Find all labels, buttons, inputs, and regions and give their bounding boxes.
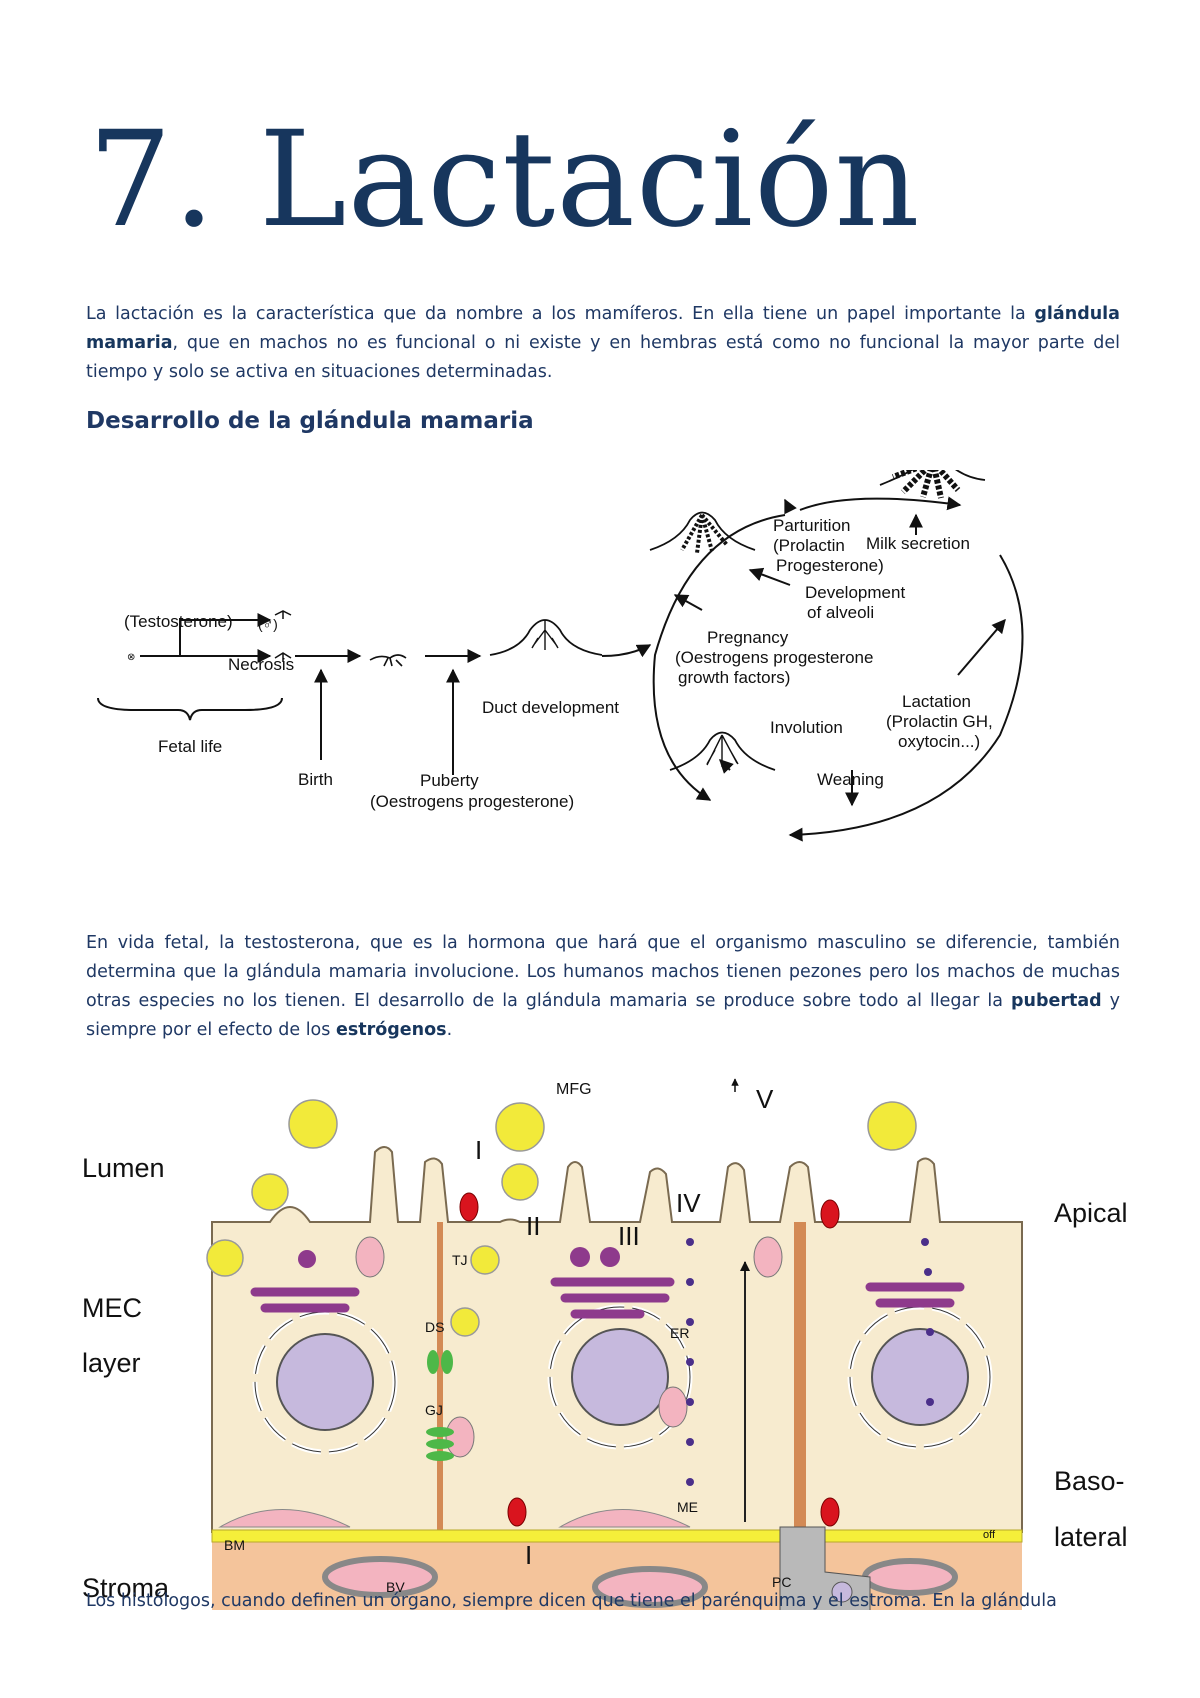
label-route-i-basal: I xyxy=(525,1540,532,1570)
label-route-ii: II xyxy=(526,1211,540,1241)
nucleus xyxy=(571,1328,669,1426)
label-route-iii: III xyxy=(618,1221,640,1251)
fetal-paragraph: En vida fetal, la testosterona, que es l… xyxy=(86,929,1120,1045)
para2-text-3: . xyxy=(446,1020,453,1040)
label-tj: TJ xyxy=(452,1252,468,1268)
blood-vessel xyxy=(322,1556,438,1598)
label-baso: Baso- xyxy=(1054,1466,1125,1496)
histology-paragraph: Los histólogos, cuando definen un órgano… xyxy=(86,1591,1057,1611)
mammary-development-diagram: ⊗ (Testosterone) (♂) Necrosis Fetal life… xyxy=(97,470,1024,842)
label-mfg: MFG xyxy=(556,1081,592,1098)
label-male: (♂) xyxy=(258,616,278,632)
label-fetal-life: Fetal life xyxy=(158,737,222,756)
nucleus xyxy=(276,1333,374,1431)
label-pregnancy-h1: (Oestrogens progesterone xyxy=(675,648,873,667)
label-off: off xyxy=(983,1529,996,1541)
label-parturition: Parturition xyxy=(773,516,850,535)
mitochondrion xyxy=(445,1416,475,1458)
intro-paragraph: La lactación es la característica que da… xyxy=(86,300,1120,387)
fetal-dot: ⊗ xyxy=(127,652,135,663)
label-pc: PC xyxy=(772,1574,791,1590)
para2-text-1: En vida fetal, la testosterona, que es l… xyxy=(86,933,1120,1011)
label-stroma: Stroma xyxy=(82,1573,170,1603)
intro-bold-glandula: glándula mamaria xyxy=(86,304,1120,353)
nucleus xyxy=(871,1328,969,1426)
label-necrosis: Necrosis xyxy=(228,655,294,674)
para2-text-2: y siempre por el efecto de los xyxy=(86,991,1121,1040)
alveoli-lactation xyxy=(879,470,986,499)
label-gj: GJ xyxy=(425,1402,443,1418)
label-er: ER xyxy=(670,1325,689,1341)
label-duct-development: Duct development xyxy=(482,698,619,717)
label-layer: layer xyxy=(82,1348,141,1378)
intro-text-1: La lactación es la característica que da… xyxy=(86,304,1035,324)
page-title: 7. Lactación xyxy=(88,103,921,257)
label-lactation: Lactation xyxy=(902,692,971,711)
intro-text-2: , que en machos no es funcional o ni exi… xyxy=(86,333,1120,382)
label-puberty: Puberty xyxy=(420,771,479,790)
label-route-iv: IV xyxy=(676,1188,701,1218)
transport-channels xyxy=(459,1192,840,1527)
label-me: ME xyxy=(677,1499,698,1515)
label-dev-alveoli-2: of alveoli xyxy=(807,603,874,622)
label-milk-secretion: Milk secretion xyxy=(866,534,970,553)
label-birth: Birth xyxy=(298,770,333,789)
para2-bold-pubertad: pubertad xyxy=(1010,991,1102,1011)
label-lumen: Lumen xyxy=(82,1153,165,1183)
label-bm: BM xyxy=(224,1537,245,1553)
milk-fat-globules xyxy=(206,1099,917,1337)
desmosome-gap-junction xyxy=(426,1350,454,1461)
alveoli-pregnancy xyxy=(649,511,756,554)
para2-bold-estrogenos: estrógenos xyxy=(335,1020,447,1040)
label-bv: BV xyxy=(386,1579,405,1595)
mammary-cell-diagram: Lumen MEC layer Stroma Apical Baso- late… xyxy=(82,1078,1128,1610)
blood-vessel xyxy=(592,1566,708,1608)
mitochondrion xyxy=(658,1386,688,1428)
label-testosterone: (Testosterone) xyxy=(124,612,233,631)
myoepithelial-cell xyxy=(218,1509,351,1528)
label-puberty-hormones: (Oestrogens progesterone) xyxy=(370,792,574,811)
myoepithelial-cell xyxy=(558,1509,691,1528)
golgi-apparatus xyxy=(250,1277,965,1319)
label-parturition-h2: Progesterone) xyxy=(776,556,884,575)
label-lateral: lateral xyxy=(1054,1522,1128,1552)
label-parturition-h1: (Prolactin xyxy=(773,536,845,555)
label-route-i: I xyxy=(475,1135,482,1165)
label-route-v: V xyxy=(756,1084,774,1114)
label-weaning: Weaning xyxy=(817,770,884,789)
mitochondrion xyxy=(753,1236,783,1278)
section-heading: Desarrollo de la glándula mamaria xyxy=(86,408,534,434)
label-ds: DS xyxy=(425,1319,444,1335)
alveoli-involution xyxy=(669,731,776,771)
label-involution: Involution xyxy=(770,718,843,737)
label-lactation-h1: (Prolactin GH, xyxy=(886,712,993,731)
label-dev-alveoli-1: Development xyxy=(805,583,905,602)
basement-membrane xyxy=(211,1529,1023,1543)
label-pregnancy: Pregnancy xyxy=(707,628,789,647)
transcytosis-vesicles xyxy=(686,1238,934,1486)
mitochondrion xyxy=(355,1236,385,1278)
label-apical: Apical xyxy=(1054,1198,1128,1228)
label-pregnancy-h2: growth factors) xyxy=(678,668,790,687)
label-lactation-h2: oxytocin...) xyxy=(898,732,980,751)
label-mec: MEC xyxy=(82,1293,142,1323)
